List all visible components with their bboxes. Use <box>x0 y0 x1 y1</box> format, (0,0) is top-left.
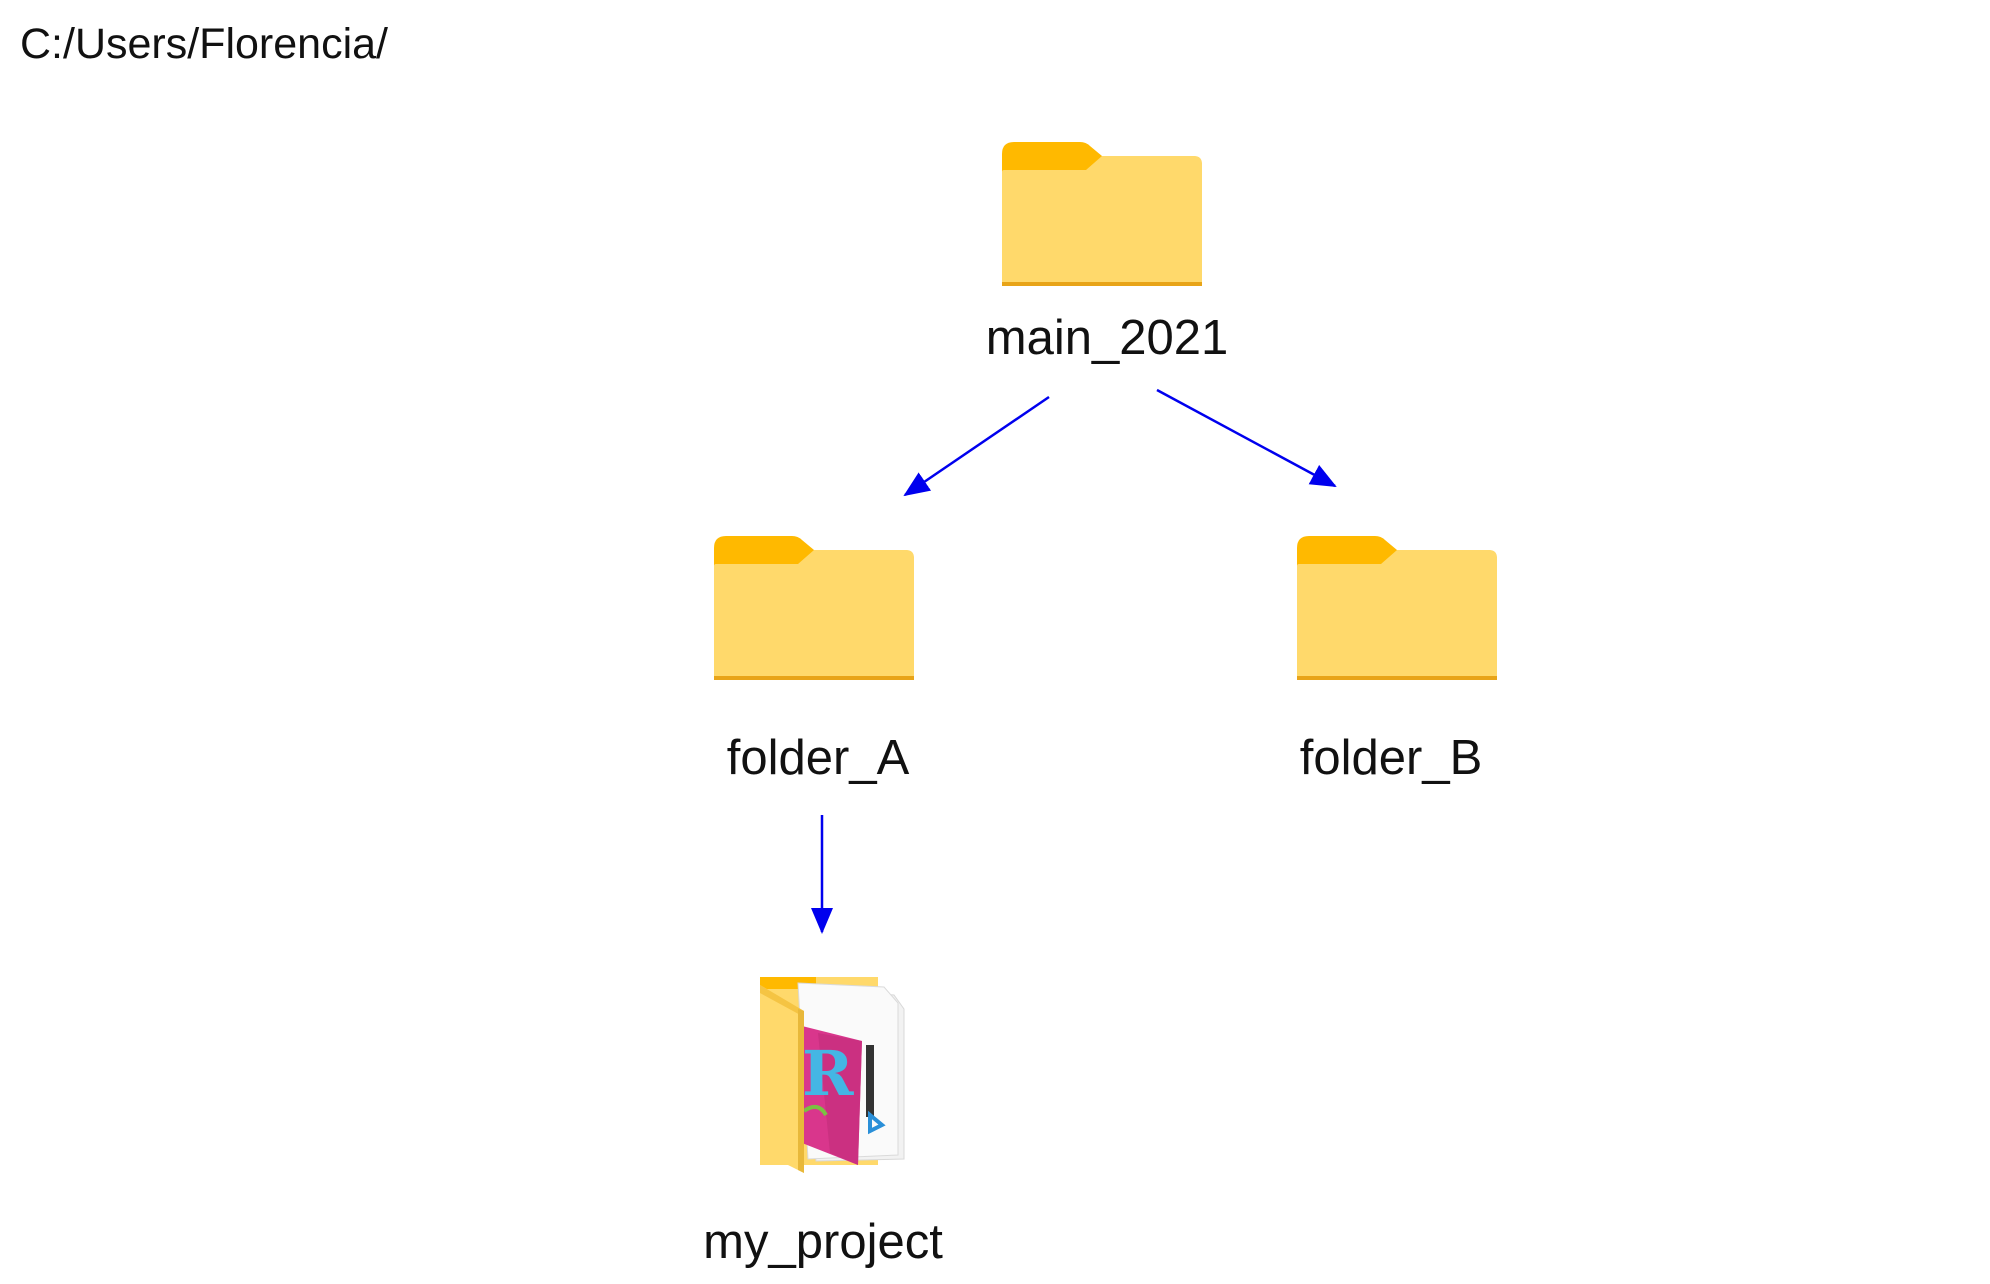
folder-icon[interactable] <box>1002 142 1202 286</box>
path-label: C:/Users/Florencia/ <box>20 20 388 68</box>
edge-main-to-folder-b <box>1156 388 1337 488</box>
folder-label-main-2021: main_2021 <box>985 311 1229 365</box>
folder-icon[interactable] <box>1297 536 1497 680</box>
rstudio-project-folder-icon[interactable]: R <box>758 975 928 1175</box>
folder-label-folder-a: folder_A <box>726 731 910 785</box>
svg-text:R: R <box>802 1037 854 1110</box>
edge-main-to-folder-a <box>903 395 1050 497</box>
folder-label-folder-b: folder_B <box>1299 731 1483 785</box>
folder-label-my-project: my_project <box>703 1215 943 1269</box>
folder-icon[interactable] <box>714 536 914 680</box>
